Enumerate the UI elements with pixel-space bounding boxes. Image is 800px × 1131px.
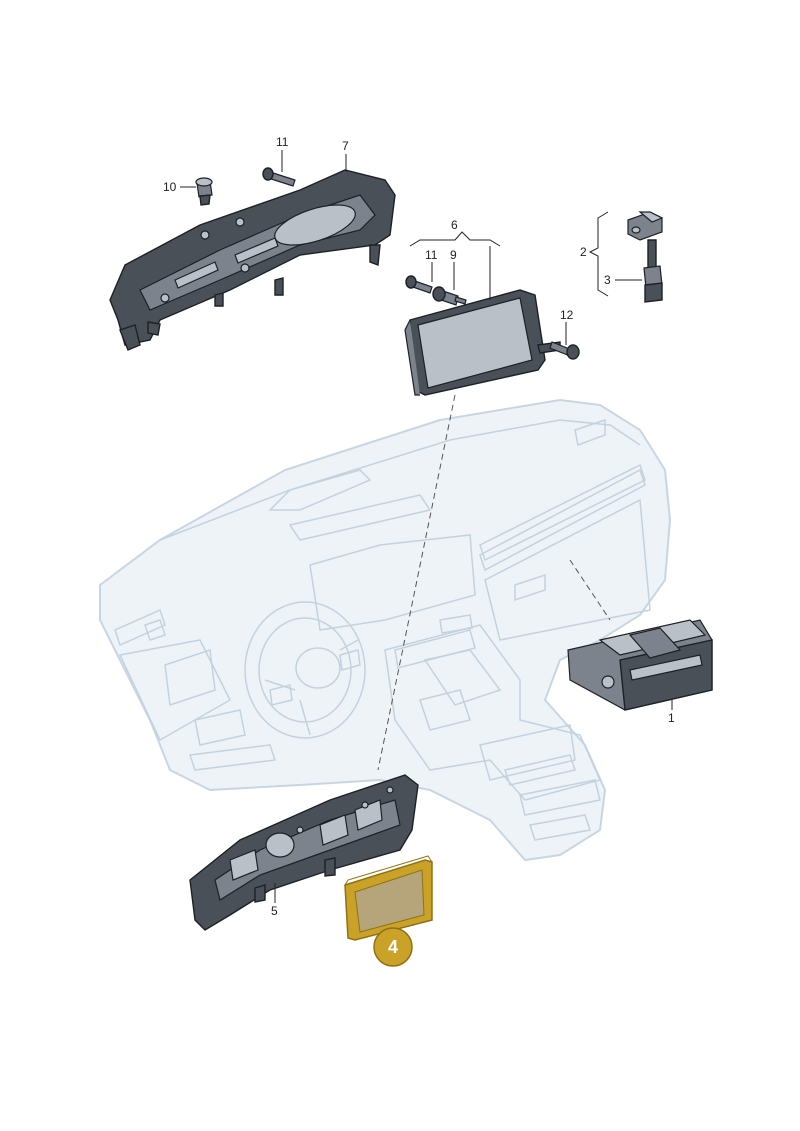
part-9-bolt [432,286,467,306]
callout-4: 4 [388,937,398,957]
part-7-bracket [109,169,396,351]
callout-labels: 11 7 10 6 11 9 12 2 3 1 5 [163,135,675,918]
part-6-display [404,289,561,396]
part-10-clip [195,177,213,206]
callout-5: 5 [271,904,278,918]
callout-1: 1 [668,711,675,725]
leader-lines [180,150,673,903]
part-1-radio-unit [567,619,713,711]
callout-7: 7 [342,139,349,153]
callout-11-display: 11 [425,248,438,262]
callout-3: 3 [604,273,611,287]
part-11-screw-upper [262,167,296,187]
callout-12: 12 [560,308,574,322]
callout-11-upper: 11 [276,135,289,149]
part-4-display-highlighted [344,855,433,941]
part-5-bracket [189,774,419,931]
part-2-3-connector [627,211,664,303]
part-12-screw [549,341,580,360]
callout-10: 10 [163,180,177,194]
callout-badge-4: 4 [373,927,413,967]
dashboard-illustration [99,398,672,862]
callout-9: 9 [450,248,457,262]
callout-6: 6 [451,218,458,232]
callout-2: 2 [580,245,587,259]
part-11-screw-display [405,275,433,294]
